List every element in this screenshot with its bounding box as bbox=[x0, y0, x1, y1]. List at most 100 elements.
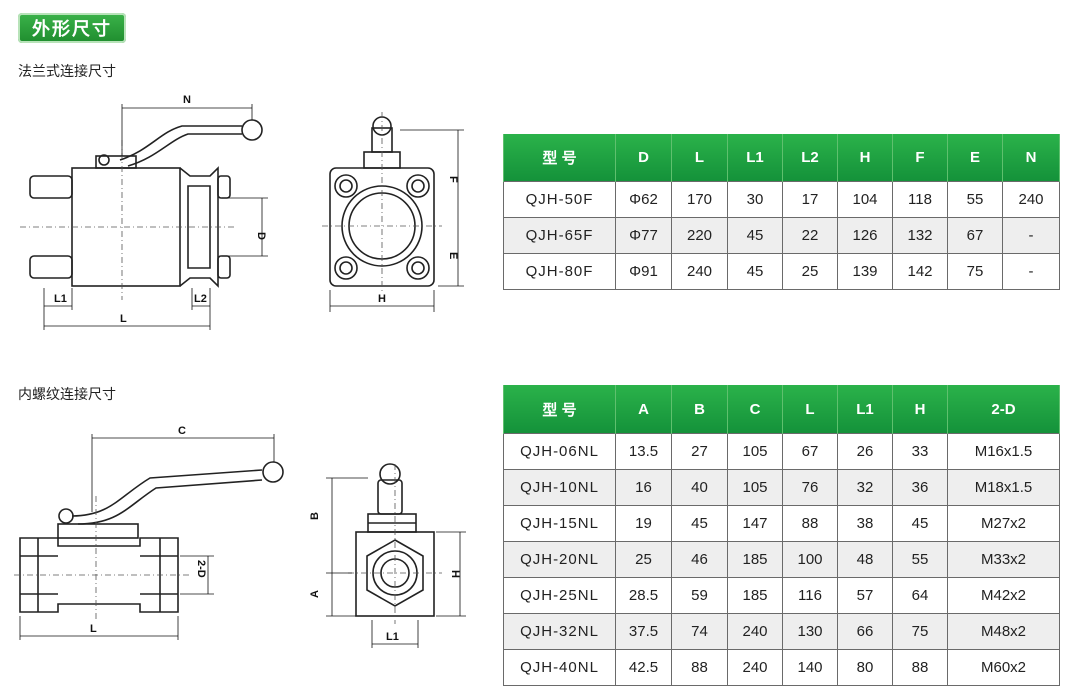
table-cell: 13.5 bbox=[615, 433, 672, 470]
table-row: QJH-80F Φ91 240 45 25 139 142 75 - bbox=[503, 253, 1060, 290]
table-cell: 59 bbox=[671, 577, 728, 614]
table-cell: 88 bbox=[671, 649, 728, 686]
table-cell: 37.5 bbox=[615, 613, 672, 650]
table-cell: QJH-25NL bbox=[503, 577, 616, 614]
table-row: QJH-50F Φ62 170 30 17 104 118 55 240 bbox=[503, 181, 1060, 218]
flange-spec-table: 型 号 D L L1 L2 H F E N QJH-50F Φ62 170 30… bbox=[503, 134, 1060, 290]
table-cell: 45 bbox=[671, 505, 728, 542]
table-cell: 57 bbox=[837, 577, 893, 614]
table-cell: 75 bbox=[947, 253, 1003, 290]
column-header: A bbox=[615, 385, 672, 434]
table-cell: QJH-15NL bbox=[503, 505, 616, 542]
table-cell: M42x2 bbox=[947, 577, 1060, 614]
table-cell: 45 bbox=[892, 505, 948, 542]
section-badge: 外形尺寸 bbox=[18, 13, 126, 43]
table-cell: 130 bbox=[782, 613, 838, 650]
table-cell: Φ77 bbox=[615, 217, 672, 254]
table-row: QJH-20NL 25 46 185 100 48 55 M33x2 bbox=[503, 541, 1060, 578]
table-cell: M18x1.5 bbox=[947, 469, 1060, 506]
table-cell: 140 bbox=[782, 649, 838, 686]
table-cell: QJH-32NL bbox=[503, 613, 616, 650]
table-cell: 240 bbox=[671, 253, 728, 290]
table-cell: 27 bbox=[671, 433, 728, 470]
table-cell: 105 bbox=[727, 433, 783, 470]
table-cell: 185 bbox=[727, 577, 783, 614]
dim-H-label: H bbox=[378, 293, 386, 305]
table-cell: 16 bbox=[615, 469, 672, 506]
column-header: L1 bbox=[727, 134, 783, 182]
table-cell: 45 bbox=[727, 253, 783, 290]
column-header: H bbox=[892, 385, 948, 434]
dim-E-label: E bbox=[447, 252, 459, 259]
dim-2D-label: 2-D bbox=[195, 560, 207, 578]
table-cell: M33x2 bbox=[947, 541, 1060, 578]
thread-section-title: 内螺纹连接尺寸 bbox=[18, 387, 116, 403]
table-cell: 240 bbox=[1002, 181, 1060, 218]
table-cell: 104 bbox=[837, 181, 893, 218]
column-header: L bbox=[671, 134, 728, 182]
table-cell: 66 bbox=[837, 613, 893, 650]
table-cell: 64 bbox=[892, 577, 948, 614]
column-header: B bbox=[671, 385, 728, 434]
table-cell: 118 bbox=[892, 181, 948, 218]
table-cell: 67 bbox=[782, 433, 838, 470]
column-header: F bbox=[892, 134, 948, 182]
table-cell: 17 bbox=[782, 181, 838, 218]
table-row: QJH-15NL 19 45 147 88 38 45 M27x2 bbox=[503, 505, 1060, 542]
table-cell: QJH-40NL bbox=[503, 649, 616, 686]
dim-A-label: A bbox=[309, 590, 321, 598]
table-cell: QJH-50F bbox=[503, 181, 616, 218]
dim-D-label: D bbox=[255, 232, 267, 240]
table-cell: 88 bbox=[892, 649, 948, 686]
table-cell: 240 bbox=[727, 649, 783, 686]
column-header: L2 bbox=[782, 134, 838, 182]
table-cell: 33 bbox=[892, 433, 948, 470]
table-cell: 30 bbox=[727, 181, 783, 218]
table-row: QJH-10NL 16 40 105 76 32 36 M18x1.5 bbox=[503, 469, 1060, 506]
table-cell: 170 bbox=[671, 181, 728, 218]
table-cell: 147 bbox=[727, 505, 783, 542]
table-cell: M27x2 bbox=[947, 505, 1060, 542]
table-cell: 36 bbox=[892, 469, 948, 506]
column-header: L bbox=[782, 385, 838, 434]
table-cell: 139 bbox=[837, 253, 893, 290]
column-header: C bbox=[727, 385, 783, 434]
table-row: QJH-65F Φ77 220 45 22 126 132 67 - bbox=[503, 217, 1060, 254]
column-header: H bbox=[837, 134, 893, 182]
table-row: QJH-25NL 28.5 59 185 116 57 64 M42x2 bbox=[503, 577, 1060, 614]
table-cell: 74 bbox=[671, 613, 728, 650]
column-header: E bbox=[947, 134, 1003, 182]
table-cell: 55 bbox=[892, 541, 948, 578]
dim-N-label: N bbox=[183, 94, 191, 106]
column-header: L1 bbox=[837, 385, 893, 434]
table-cell: 48 bbox=[837, 541, 893, 578]
table-cell: Φ91 bbox=[615, 253, 672, 290]
table-cell: 38 bbox=[837, 505, 893, 542]
table-cell: 55 bbox=[947, 181, 1003, 218]
table-cell: QJH-80F bbox=[503, 253, 616, 290]
table-row: QJH-32NL 37.5 74 240 130 66 75 M48x2 bbox=[503, 613, 1060, 650]
table-cell: 80 bbox=[837, 649, 893, 686]
table-cell: 100 bbox=[782, 541, 838, 578]
table-header-row: 型 号 A B C L L1 H 2-D bbox=[503, 385, 1060, 434]
table-cell: 25 bbox=[615, 541, 672, 578]
column-header: N bbox=[1002, 134, 1060, 182]
table-cell: QJH-65F bbox=[503, 217, 616, 254]
dim-L2-label: L2 bbox=[194, 293, 207, 305]
table-cell: 40 bbox=[671, 469, 728, 506]
table-cell: 142 bbox=[892, 253, 948, 290]
table-cell: 32 bbox=[837, 469, 893, 506]
table-cell: 45 bbox=[727, 217, 783, 254]
table-cell: 46 bbox=[671, 541, 728, 578]
table-cell: QJH-06NL bbox=[503, 433, 616, 470]
dim-C-label: C bbox=[178, 425, 186, 437]
column-header: 型 号 bbox=[503, 134, 616, 182]
table-cell: 220 bbox=[671, 217, 728, 254]
table-cell: QJH-10NL bbox=[503, 469, 616, 506]
dim-L-label: L bbox=[120, 313, 127, 325]
table-cell: 185 bbox=[727, 541, 783, 578]
